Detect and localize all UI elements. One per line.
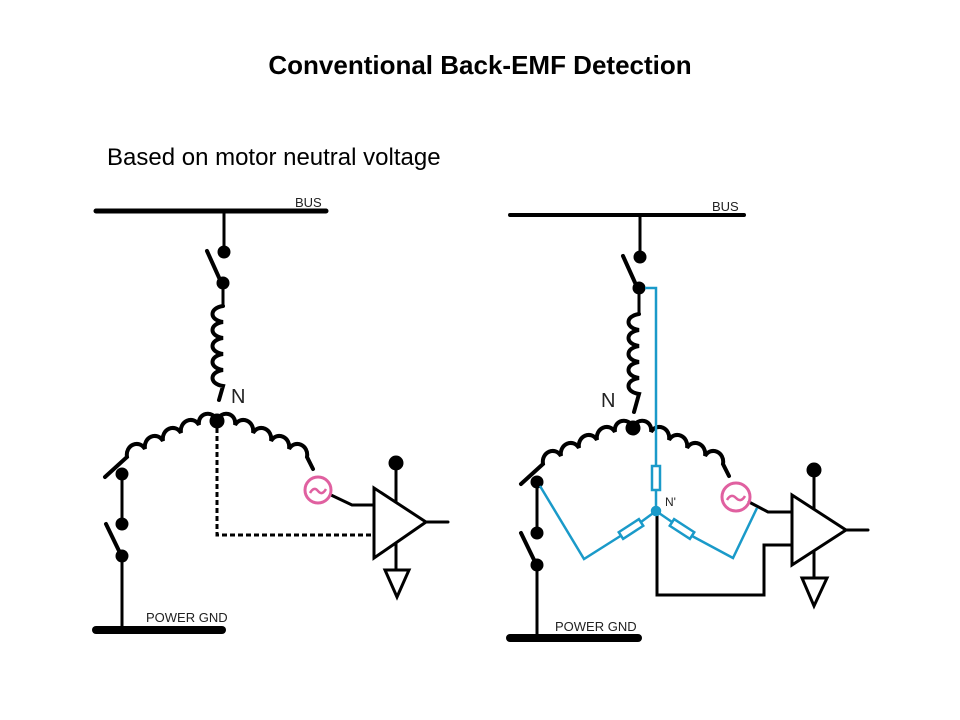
right-comparator	[790, 492, 849, 568]
right-coil-c	[631, 418, 731, 478]
left-lower-switch-contact	[115, 517, 129, 531]
slide-title: Conventional Back-EMF Detection	[268, 50, 692, 80]
left-bus-label: BUS	[295, 195, 322, 210]
right-virtual-neutral-wire	[655, 512, 792, 597]
left-lower-switch-blade	[104, 522, 123, 557]
right-coil-b	[519, 418, 635, 486]
sense-wire-top	[645, 286, 658, 466]
right-ground-label: POWER GND	[555, 619, 637, 634]
right-comparator-supply	[806, 462, 822, 478]
left-coil-b	[103, 411, 219, 479]
resistor-right	[668, 517, 696, 541]
right-upper-switch-contact	[633, 250, 647, 264]
right-comparator-ground	[799, 576, 830, 610]
left-neutral-label: N	[231, 386, 245, 408]
left-circuit	[92, 208, 450, 634]
right-virtual-neutral-label: N'	[665, 495, 676, 509]
left-upper-switch-contact	[217, 245, 231, 259]
right-neutral-label: N	[601, 390, 615, 412]
left-comparator-supply	[388, 455, 404, 471]
slide-subtitle: Based on motor neutral voltage	[107, 144, 441, 171]
left-emf-source	[303, 475, 333, 505]
right-emf-source	[720, 481, 752, 513]
left-comparator	[372, 485, 429, 561]
left-coil-a	[210, 304, 226, 402]
right-coil-a	[626, 312, 642, 414]
right-lower-switch-blade	[519, 531, 538, 566]
resistor-network	[538, 286, 759, 561]
left-comparator-ground	[382, 568, 412, 601]
left-neutral-tap-dashed	[215, 428, 373, 537]
sense-wire-right	[691, 507, 759, 560]
right-emf-sine-icon	[725, 494, 747, 502]
right-lower-switch-contact	[530, 526, 544, 540]
sense-wire-left	[538, 485, 623, 561]
left-upper-switch-blade	[205, 249, 223, 284]
right-bus-label: BUS	[712, 199, 739, 214]
left-emf-sine-icon	[308, 487, 328, 495]
right-upper-switch-blade	[621, 254, 639, 289]
resistor-top	[650, 464, 662, 492]
left-coil-c	[215, 411, 315, 471]
resistor-left	[617, 517, 645, 541]
right-circuit	[506, 213, 870, 642]
left-ground-label: POWER GND	[146, 610, 228, 625]
